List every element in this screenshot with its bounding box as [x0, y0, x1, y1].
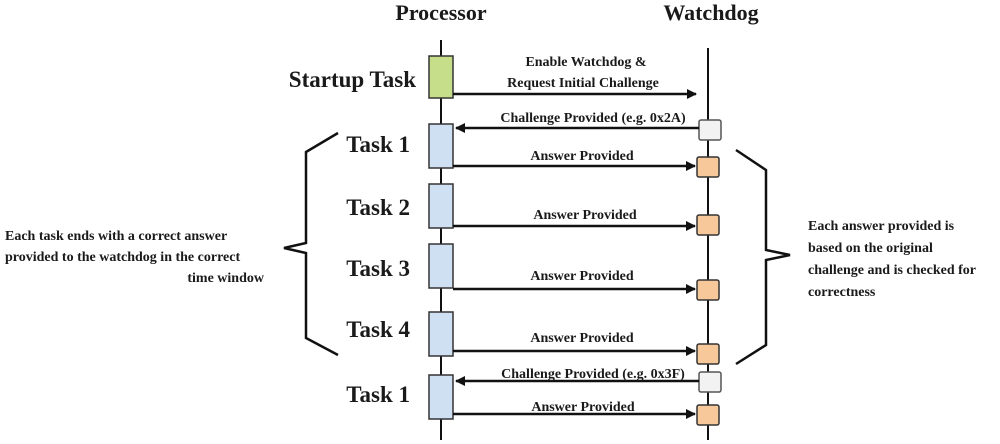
right-note-line3: challenge and is checked for: [808, 263, 976, 278]
task4-label: Task 4: [346, 317, 410, 342]
answer1-label: Answer Provided: [530, 149, 634, 164]
answer5-block: [696, 404, 720, 426]
answer3-block: [696, 279, 720, 301]
answer2-label: Answer Provided: [533, 208, 637, 223]
task1-block: [428, 123, 454, 169]
task4-block: [428, 311, 454, 357]
left-note-line1: Each task ends with a correct answer: [5, 229, 227, 244]
left-brace: [283, 131, 339, 357]
task1b-label: Task 1: [346, 382, 410, 407]
answer3-label: Answer Provided: [530, 269, 634, 284]
enable-label-line2: Request Initial Challenge: [507, 76, 659, 91]
answer1-block: [696, 156, 720, 178]
startup-task-block: [428, 55, 454, 99]
challenge1-label: Challenge Provided (e.g. 0x2A): [500, 111, 686, 126]
right-note-line1: Each answer provided is: [808, 219, 955, 234]
task2-label: Task 2: [346, 195, 410, 220]
task1b-block: [428, 374, 454, 420]
right-brace: [735, 148, 791, 366]
processor-header: Processor: [395, 0, 486, 25]
right-note-line2: based on the original: [808, 241, 933, 256]
task3-block: [428, 243, 454, 289]
challenge1-block: [698, 119, 722, 141]
startup-task-label: Startup Task: [289, 67, 416, 92]
task3-label: Task 3: [346, 256, 410, 281]
challenge2-label: Challenge Provided (e.g. 0x3F): [501, 367, 685, 382]
enable-label-line1: Enable Watchdog &: [525, 55, 646, 70]
right-note-line4: correctness: [808, 285, 876, 300]
answer4-block: [696, 343, 720, 365]
answer4-label: Answer Provided: [530, 331, 634, 346]
answer2-block: [696, 214, 720, 236]
left-note-line2: provided to the watchdog in the correct: [5, 250, 240, 265]
challenge2-block: [698, 371, 722, 393]
answer5-label: Answer Provided: [531, 400, 635, 415]
task1-label: Task 1: [346, 132, 410, 157]
task2-block: [428, 183, 454, 229]
watchdog-header: Watchdog: [663, 0, 758, 25]
left-note-line3: time window: [187, 271, 265, 286]
